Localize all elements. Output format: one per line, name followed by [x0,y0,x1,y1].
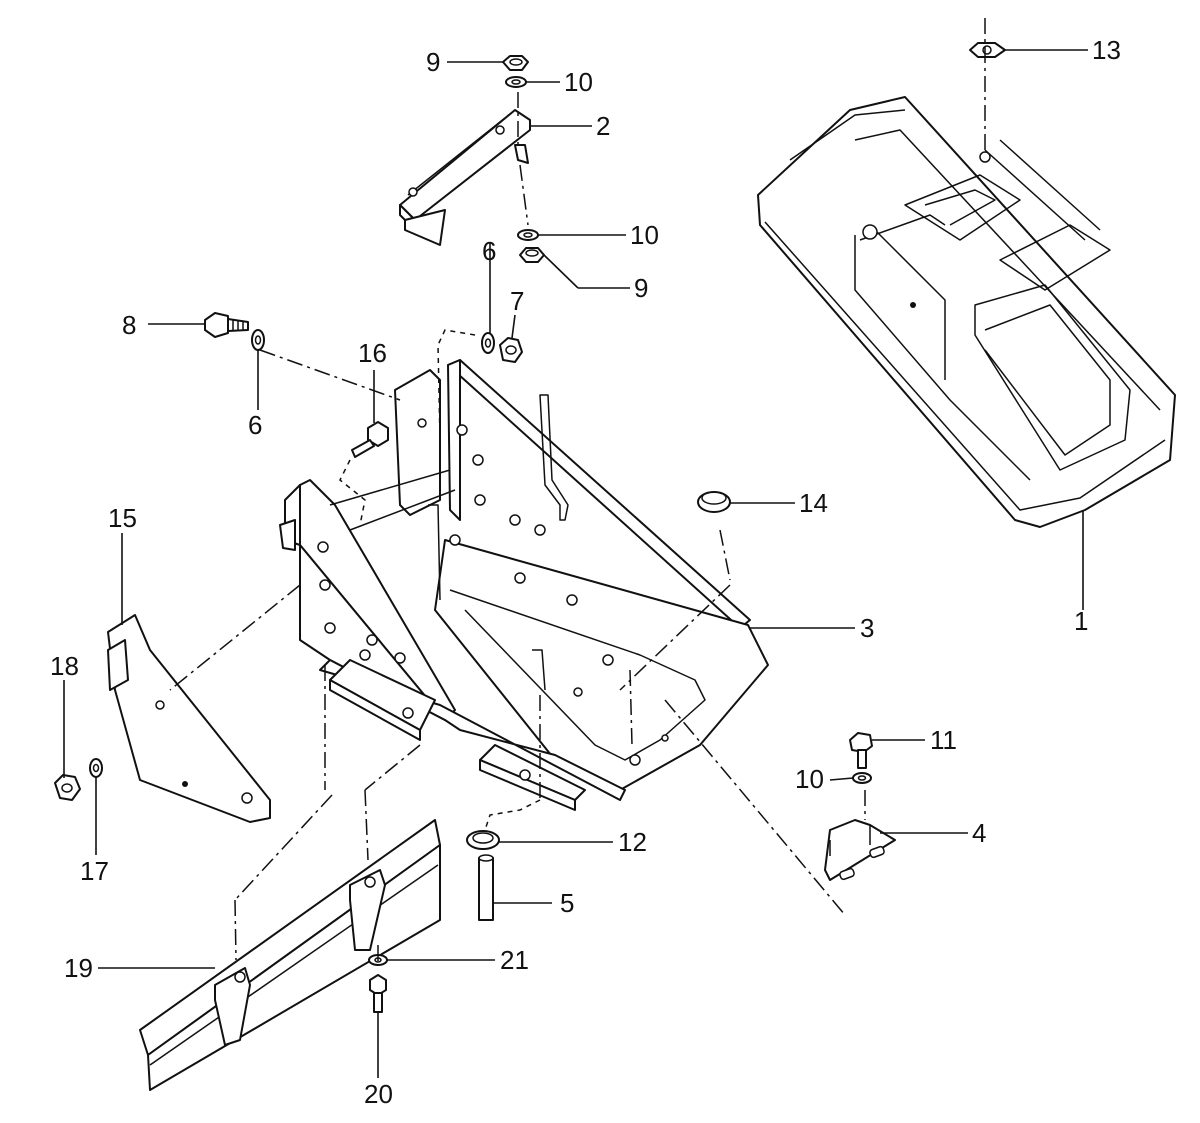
callout-7: 7 [510,286,524,316]
washer-icon [517,229,539,241]
assembly-lines [169,18,986,962]
callout-19: 19 [64,953,93,983]
callout-12: 12 [618,827,647,857]
callout-2: 2 [596,111,610,141]
grommet-plug [697,491,731,513]
washer-icon [251,329,265,351]
hose-clip [466,830,500,850]
hex-bolt-icon [204,312,249,338]
callout-1: 1 [1074,606,1088,636]
hex-bolt-icon [849,732,873,769]
callout-4: 4 [972,818,986,848]
callout-16: 16 [358,338,387,368]
hex-nut-icon [499,337,523,363]
callout-15: 15 [108,503,137,533]
hex-nut-icon [54,774,81,801]
callout-10-mid: 10 [630,220,659,250]
mounting-rail [139,819,441,1091]
clamp-bracket [399,109,531,246]
hex-nut-icon [502,55,529,71]
retaining-clip-icon [969,42,1006,58]
washer-icon [481,332,495,354]
washer-icon [89,758,103,778]
callout-6-lower: 6 [248,410,262,440]
callout-10-top: 10 [564,67,593,97]
callout-labels: 1 2 3 4 5 6 6 7 8 9 9 10 10 10 11 12 13 … [50,35,1121,1109]
callout-5: 5 [560,888,574,918]
hex-bolt-icon [351,421,389,458]
angle-bracket [824,819,896,881]
hex-bolt-icon [369,974,387,1013]
washer-icon [505,76,527,88]
callout-14: 14 [799,488,828,518]
callout-9-mid: 9 [634,273,648,303]
callout-9-top: 9 [426,47,440,77]
callout-6-upper: 6 [482,236,496,266]
callout-17: 17 [80,856,109,886]
washer-icon [852,772,872,784]
callout-21: 21 [500,945,529,975]
callout-18: 18 [50,651,79,681]
callout-20: 20 [364,1079,393,1109]
callout-13: 13 [1092,35,1121,65]
callout-3: 3 [860,613,874,643]
battery-tray [279,359,769,811]
callout-8: 8 [122,310,136,340]
hex-nut-icon [519,247,545,263]
vent-hose [478,854,494,921]
support-bracket [107,614,271,823]
battery-cover [757,96,1176,528]
callout-11: 11 [930,725,957,755]
leader-lines [63,49,1088,1078]
callout-10-right: 10 [795,764,824,794]
